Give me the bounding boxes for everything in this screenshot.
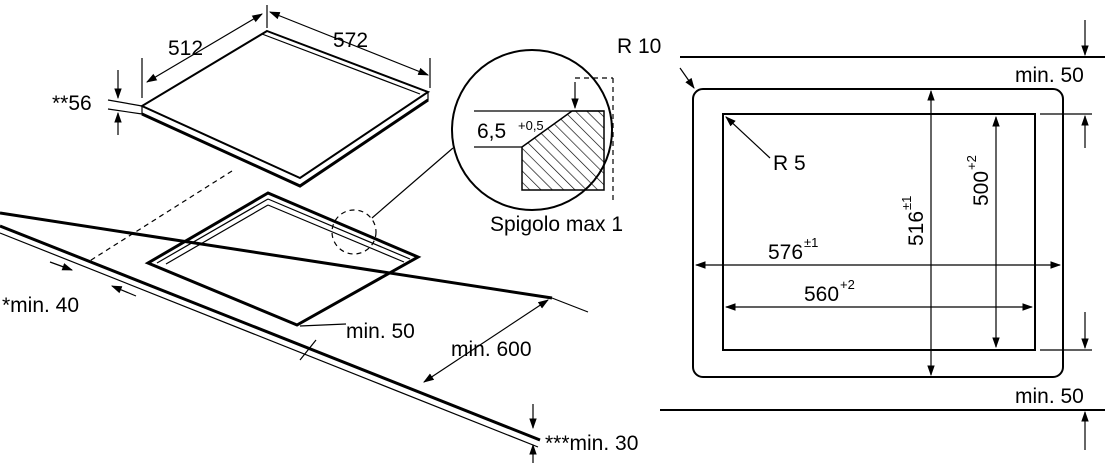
inner-height-tol: +2: [964, 155, 979, 170]
outer-height-tol: ±1: [899, 196, 914, 210]
dim-hob-depth: 512: [141, 5, 268, 98]
top-clearance-label: min. 50: [1015, 64, 1084, 87]
inner-width-tol: +2: [840, 277, 855, 292]
detail-tolerance: +0,5: [518, 118, 544, 133]
countertop: [0, 211, 589, 448]
plan-view: R 10 R 5 min. 50 min. 50 576 ±1 560 +2 5…: [617, 20, 1105, 450]
outer-width-value: 576: [768, 241, 803, 264]
front-min-label: *min. 40: [2, 294, 79, 317]
inner-width-value: 560: [804, 283, 839, 306]
inner-radius-label: R 5: [773, 152, 806, 175]
outer-height-value: 516: [905, 211, 928, 246]
hob-edge: [141, 98, 429, 188]
dim-counter-depth: min. 600: [423, 299, 549, 383]
hob-width-label: 572: [333, 29, 368, 52]
hob-depth-label: 512: [168, 37, 203, 60]
inner-height-value: 500: [970, 171, 993, 206]
bottom-clearance-label: min. 50: [1015, 385, 1084, 408]
hob-height-label: **56: [52, 92, 92, 115]
detail-caption: Spigolo max 1: [490, 213, 623, 236]
cutout-perspective: [144, 147, 454, 327]
dim-under-min: ***min. 30: [529, 404, 638, 463]
detail-value: 6,5: [477, 120, 506, 143]
under-min-label: ***min. 30: [545, 432, 638, 455]
counter-depth-label: min. 600: [451, 338, 532, 361]
outer-cutout: [692, 88, 1064, 378]
dim-hob-width: 572: [268, 11, 431, 88]
dim-hob-height: **56: [52, 70, 143, 135]
side-min-label: min. 50: [346, 320, 415, 343]
inner-cutout: [722, 113, 1036, 351]
dim-side-min: min. 50: [299, 320, 415, 361]
outer-radius-label: R 10: [617, 35, 661, 58]
edge-detail: 6,5 +0,5 Spigolo max 1: [451, 49, 623, 236]
outer-width-tol: ±1: [804, 235, 818, 250]
projection-line: [87, 170, 233, 263]
dim-front-min: *min. 40: [2, 261, 137, 317]
